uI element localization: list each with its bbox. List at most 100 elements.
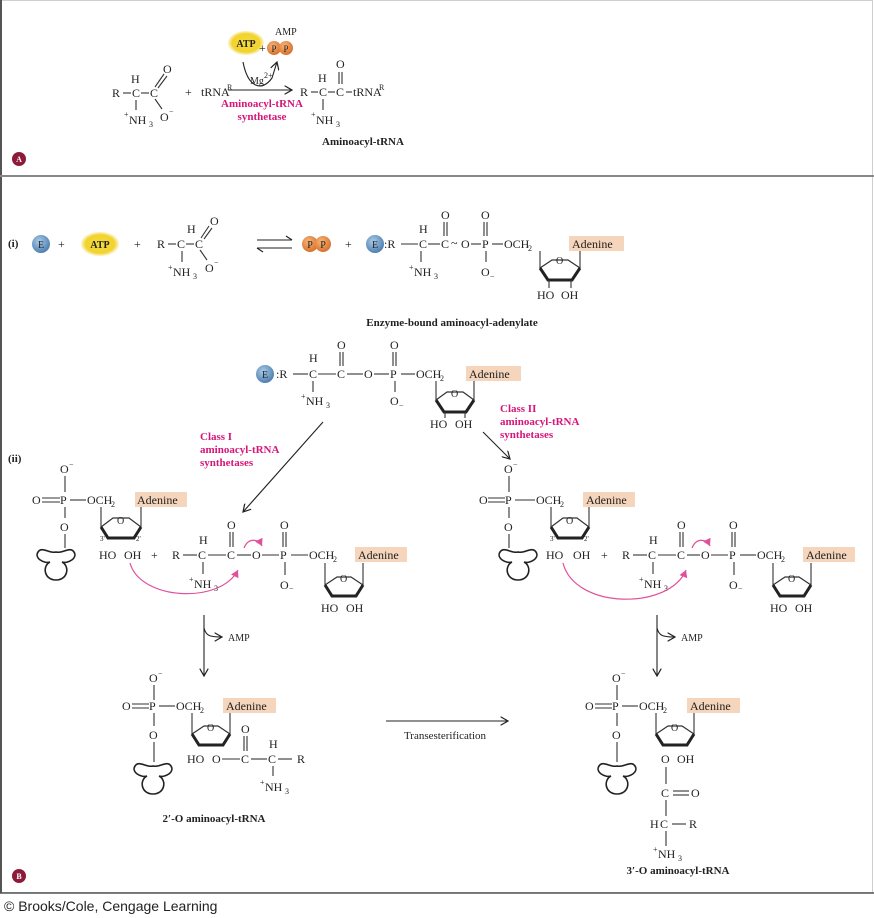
panel-b-badge-label: B <box>16 872 22 881</box>
svg-text:O: O <box>207 723 214 734</box>
svg-text:C: C <box>660 817 668 831</box>
step-i-label: (i) <box>8 238 19 250</box>
product-label: Aminoacyl-tRNA <box>322 136 404 148</box>
svg-text:O: O <box>210 214 219 228</box>
svg-text:O: O <box>585 699 594 713</box>
svg-text:O: O <box>556 256 563 267</box>
amp-release-arrow <box>656 627 675 637</box>
svg-text:O: O <box>671 723 678 734</box>
svg-text:P: P <box>60 493 67 507</box>
svg-text:O: O <box>612 671 621 685</box>
adenine-base <box>223 698 276 713</box>
svg-text:3: 3 <box>149 120 153 129</box>
svg-text:Adenine: Adenine <box>137 493 178 507</box>
svg-text:+: + <box>260 778 265 787</box>
svg-text:NH: NH <box>414 265 432 279</box>
svg-text:O: O <box>32 493 41 507</box>
amp-label: AMP <box>275 27 297 38</box>
svg-text::R: :R <box>276 367 287 381</box>
enzyme-icon <box>256 365 274 383</box>
svg-text::R: :R <box>384 237 395 251</box>
product-2o-label: 2′-O aminoacyl-tRNA <box>163 813 266 825</box>
svg-text:3: 3 <box>336 120 340 129</box>
equilibrium-arrows <box>256 235 293 253</box>
trna-icon <box>498 548 538 581</box>
svg-text:O: O <box>504 462 513 476</box>
nucleophilic-attack-arrow <box>129 562 239 595</box>
svg-text:C: C <box>677 548 685 562</box>
svg-text:O: O <box>479 493 488 507</box>
svg-text:O: O <box>149 728 158 742</box>
svg-text:−: − <box>158 669 163 678</box>
svg-text:HO: HO <box>321 601 339 615</box>
svg-text:O: O <box>691 786 700 800</box>
panel-a-badge <box>12 152 26 166</box>
svg-text:R: R <box>689 817 697 831</box>
class-ii-arrow <box>482 431 510 459</box>
svg-text:O: O <box>729 578 738 592</box>
svg-text:H: H <box>199 533 208 547</box>
svg-text:H: H <box>650 817 659 831</box>
atp-curved-arrow <box>242 62 277 87</box>
svg-text:R: R <box>172 548 180 562</box>
svg-text:+: + <box>259 41 266 55</box>
svg-text:3: 3 <box>664 584 668 593</box>
svg-text:2: 2 <box>440 374 444 383</box>
svg-text:−: − <box>214 258 219 267</box>
svg-text:+: + <box>639 575 644 584</box>
svg-text:C: C <box>309 367 317 381</box>
svg-text:OH: OH <box>561 288 579 302</box>
aminoacyl-adenylate: :R C H C O ~ O P O O − OCH 2 + NH 3 <box>384 208 624 302</box>
svg-text:O: O <box>461 237 470 251</box>
central-aminoacyl-adenylate: E :R C H C O O P O O − OCH 2 + NH 3 <box>256 338 521 431</box>
class-ii-label: Class II <box>500 403 536 415</box>
svg-text:3': 3' <box>550 535 555 543</box>
svg-text:HO: HO <box>187 752 205 766</box>
svg-text:OH: OH <box>795 601 813 615</box>
svg-text:NH: NH <box>644 577 662 591</box>
panel-a-badge-label: A <box>16 155 22 164</box>
svg-text:O: O <box>701 548 710 562</box>
panel-b-step-i: (i) E + ATP + R C H C O O − + NH 3 <box>8 208 624 329</box>
svg-text:2: 2 <box>200 706 204 715</box>
magnesium-label: Mg <box>250 76 264 87</box>
svg-text:NH: NH <box>265 780 283 794</box>
svg-text:O: O <box>504 520 513 534</box>
svg-text:O: O <box>280 578 289 592</box>
svg-text:O: O <box>441 208 450 222</box>
svg-text:+: + <box>189 575 194 584</box>
adenine-base <box>803 547 855 562</box>
svg-text:OCH: OCH <box>504 237 530 251</box>
svg-text:aminoacyl-tRNA: aminoacyl-tRNA <box>200 444 279 456</box>
svg-text:C: C <box>177 237 185 251</box>
amp-release-arrow <box>203 627 222 637</box>
right-trna-attack: O − O P OCH 2 O O 3' 2' HO OH Adenine + … <box>479 460 855 615</box>
svg-text:O: O <box>227 518 236 532</box>
svg-text:−: − <box>621 669 626 678</box>
svg-text:O: O <box>729 518 738 532</box>
svg-text:+: + <box>168 263 173 272</box>
svg-text:Adenine: Adenine <box>586 493 627 507</box>
svg-text:O: O <box>280 518 289 532</box>
svg-text:C: C <box>336 85 344 99</box>
svg-text:H: H <box>269 737 278 751</box>
svg-text:HO: HO <box>537 288 555 302</box>
trna-reactant: tRNA <box>201 85 230 99</box>
svg-text:P: P <box>505 493 512 507</box>
trna-icon <box>133 762 173 795</box>
svg-text:O: O <box>340 574 347 585</box>
pyrophosphate-icon: P P <box>267 41 293 55</box>
svg-text:Adenine: Adenine <box>358 548 399 562</box>
svg-text:OCH: OCH <box>87 493 113 507</box>
svg-text:O: O <box>336 57 345 71</box>
svg-text:+: + <box>134 237 141 251</box>
atp-label: ATP <box>236 39 255 50</box>
svg-text:Adenine: Adenine <box>226 699 267 713</box>
svg-text:O: O <box>60 462 69 476</box>
panel-b-badge <box>12 869 26 883</box>
atom-o: O <box>163 62 172 76</box>
svg-text:Adenine: Adenine <box>469 367 510 381</box>
panel-b-step-ii: (ii) E :R C H C O O P O O − OCH 2 + <box>8 338 855 883</box>
svg-text:O: O <box>788 574 795 585</box>
panel-a: A R C H C O O − + NH 3 + tRNA R ATP AMP … <box>12 27 404 166</box>
